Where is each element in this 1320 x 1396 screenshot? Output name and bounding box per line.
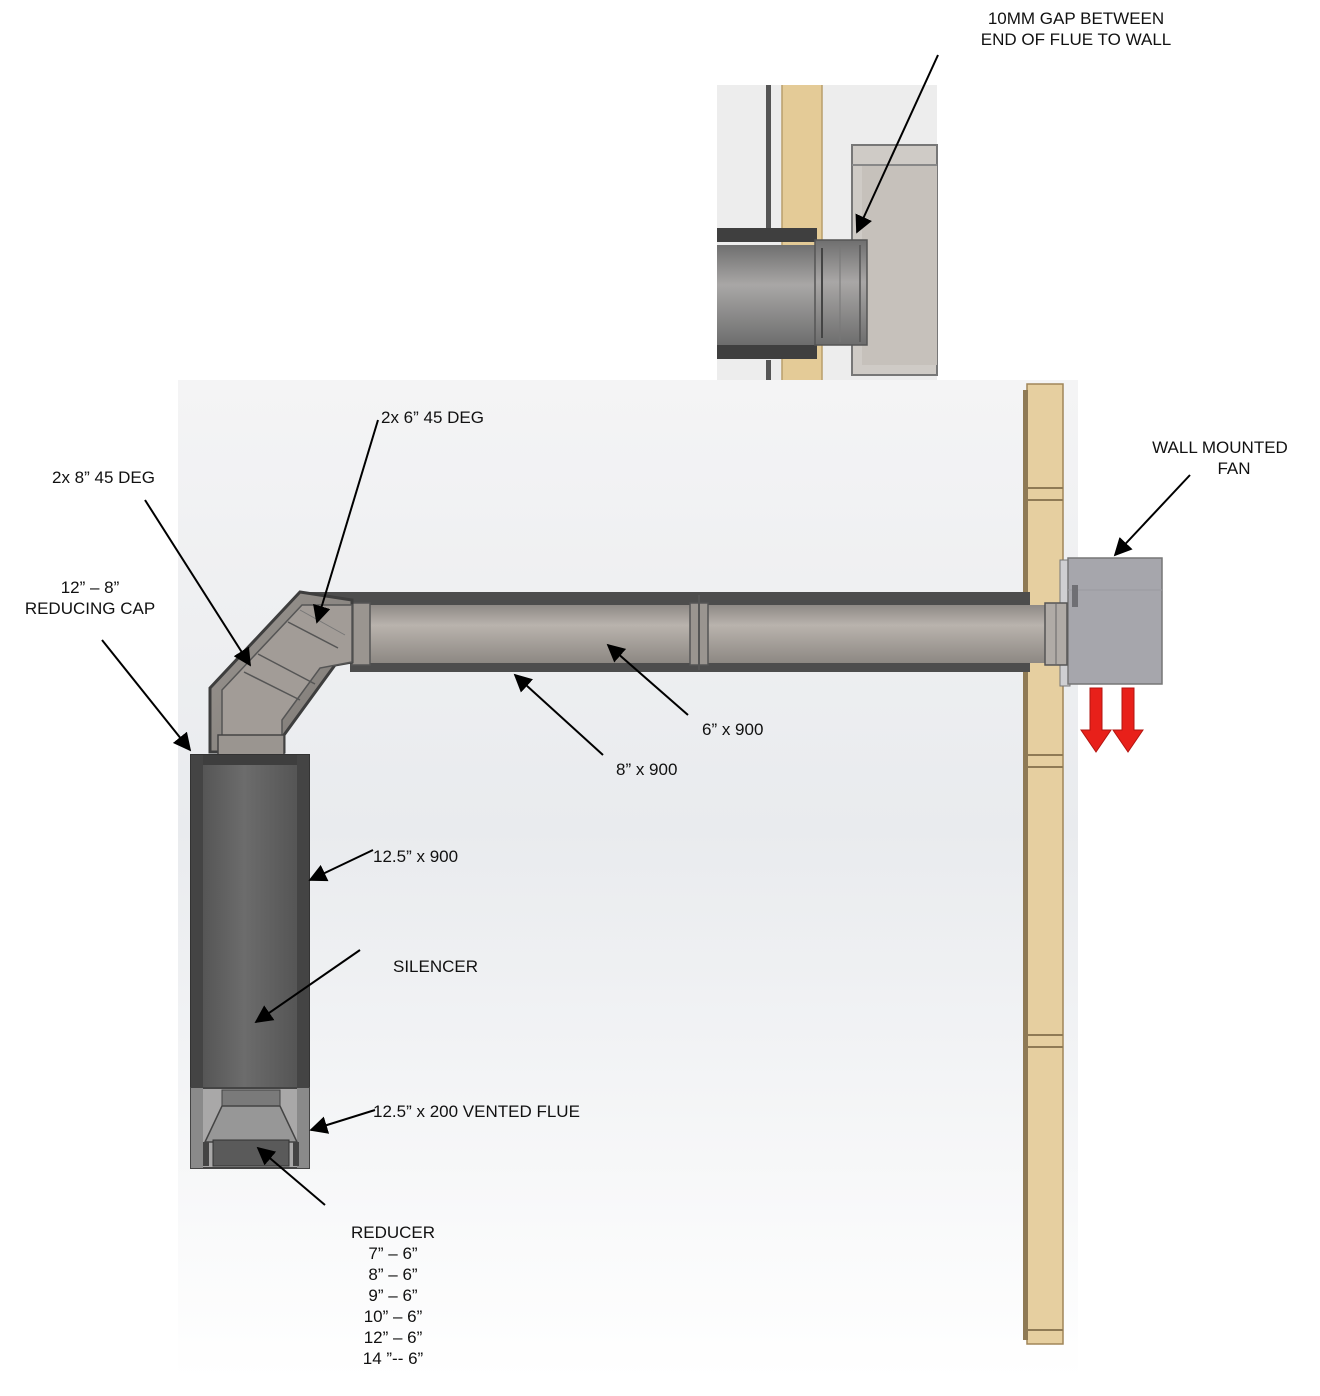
fan-line2: FAN [1217,459,1251,478]
gap-note-line2: END OF FLUE TO WALL [980,30,1172,49]
bends [208,590,354,756]
reducer-size-item: 12” – 6” [363,1328,423,1347]
leader-vented-flue [309,1109,376,1134]
leader-reducer [256,1146,326,1206]
horizontal-flue-run [300,592,1068,672]
pipe-6x900-label: 6” x 900 [702,720,764,739]
vented-flue-label: 12.5” x 200 VENTED FLUE [373,1102,580,1121]
pipe-8x900-label: 8” x 900 [616,760,678,779]
gap-note-line1: 10MM GAP BETWEEN [987,9,1165,28]
inset-flue-pipe [717,245,822,345]
gap-note-label: 10MM GAP BETWEEN END OF FLUE TO WALL [946,8,1206,50]
reducer-size-item: 10” – 6” [363,1307,423,1326]
silencer-column [190,754,310,1169]
silencer-label: SILENCER [393,957,479,976]
pipe-12-5x900-label: 12.5” x 900 [373,847,459,866]
bend-8in-label: 2x 8” 45 DEG [52,468,155,487]
reducing-cap-label: 12” – 8” REDUCING CAP [0,577,180,619]
wall-board [1026,383,1064,1345]
wall [1023,383,1064,1345]
leader-gap-note [855,54,939,234]
inset-detail [717,85,938,380]
leader-pipe-12-5x900 [308,849,374,882]
leader-pipe-6x900 [606,643,689,716]
leader-bend-8in [144,499,251,667]
reducer-size-item: 7” – 6” [368,1244,418,1263]
exhaust-arrow-right [1112,687,1144,753]
leader-pipe-8x900 [513,673,604,756]
reducer [203,1105,299,1143]
inset-flue-end [814,239,868,346]
fan-label: WALL MOUNTED FAN [1125,437,1315,479]
fan-line1: WALL MOUNTED [1152,438,1288,457]
leader-bend-6in [313,419,379,624]
exhaust-arrow-left [1080,687,1112,753]
reducer-label: REDUCER 7” – 6” 8” – 6” 9” – 6” 10” – 6”… [338,1222,448,1369]
reducing-cap-line2: REDUCING CAP [24,599,156,618]
bend-6in-label: 2x 6” 45 DEG [381,408,484,427]
drawing-background [178,380,1078,1380]
reducing-cap-line1: 12” – 8” [60,578,120,597]
fan-body [1067,557,1163,685]
reducer-title: REDUCER [350,1223,436,1242]
leader-lines [101,54,1191,1206]
reducer-size-item: 9” – 6” [368,1286,418,1305]
reducer-size-item: 14 ”-- 6” [362,1349,424,1368]
pipe-12-5x900 [190,754,310,1091]
reducer-size-item: 8” – 6” [368,1265,418,1284]
leader-fan [1113,474,1191,557]
leader-silencer [254,949,361,1024]
leader-reducing-cap [101,639,192,752]
